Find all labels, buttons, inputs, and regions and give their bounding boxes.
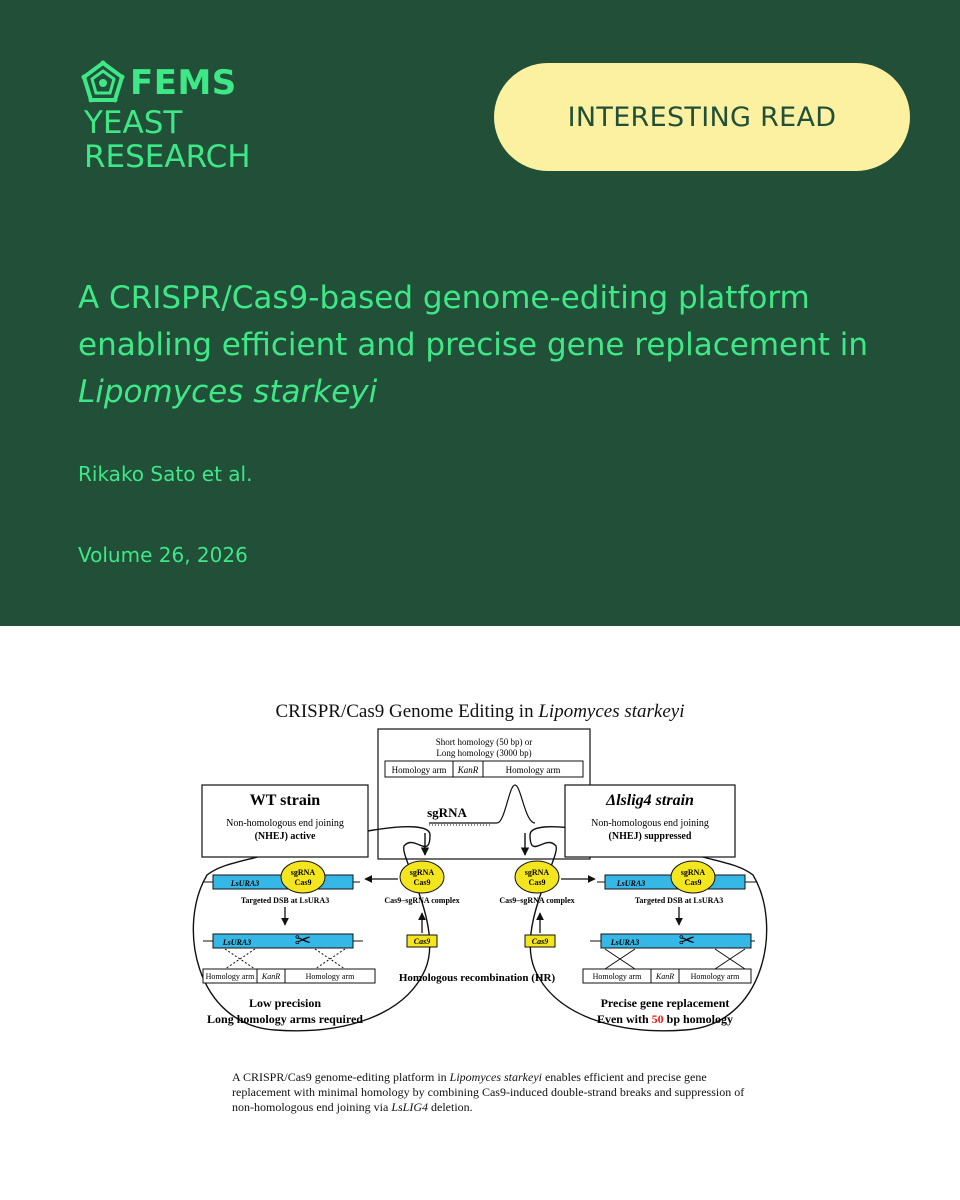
logo-brand: FEMS [130,63,237,103]
article-authors: Rikako Sato et al. [78,462,253,486]
mutant-cas9-gene: Cas9 [532,937,548,946]
mutant-locus-targeted: LsURA3 sgRNA Cas9 Targeted DSB at LsURA3 [597,860,757,905]
donor-marker: KanR [457,765,479,775]
donor-arm-left: Homology arm [392,765,447,775]
wt-strain-label: WT strain [250,792,320,809]
wt-nhej-line-1: Non-homologous end joining [226,818,344,829]
wt-strain-box: WT strain Non-homologous end joining (NH… [201,784,369,858]
wt-outcome-2: Long homology arms required [207,1012,363,1026]
hr-label: Homologous recombination (HR) [399,972,556,984]
donor-sgrna: sgRNA [427,805,467,820]
svg-text:Cas9: Cas9 [685,878,702,887]
wt-nhej-line-2: (NHEJ) active [255,831,316,842]
svg-text:KanR: KanR [261,972,280,981]
article-volume: Volume 26, 2026 [78,543,248,567]
svg-text:Homology arm: Homology arm [593,972,642,981]
svg-text:sgRNA: sgRNA [291,868,316,877]
wt-locus-cut: LsURA3 ✂ Homology arm KanR Homology arm [202,907,376,984]
wt-dsb-label: Targeted DSB at LsURA3 [241,896,329,905]
svg-text:Cas9: Cas9 [414,878,431,887]
donor-line-1: Short homology (50 bp) or [436,737,533,747]
svg-text:Homology arm: Homology arm [306,972,355,981]
svg-text:Homology arm: Homology arm [691,972,740,981]
mutant-locus-cut: LsURA3 ✂ Homology arm KanR Homology arm [582,907,755,984]
graphical-abstract-figure: CRISPR/Cas9 Genome Editing in Lipomyces … [185,685,775,1145]
article-title-species: Lipomyces starkeyi [78,374,378,410]
mutant-outcome-1: Precise gene replacement [601,996,730,1010]
header-banner: FEMS YEAST RESEARCH INTERESTING READ A C… [0,0,960,626]
svg-text:Homology arm: Homology arm [206,972,255,981]
donor-line-2: Long homology (3000 bp) [436,748,531,758]
svg-text:LsURA3: LsURA3 [610,938,639,947]
wt-cas9-gene: Cas9 [414,937,430,946]
mutant-complex: sgRNA Cas9 Cas9–sgRNA complex Cas9 [499,860,596,948]
svg-text:LsURA3: LsURA3 [230,879,259,888]
mutant-strain-label: Δlslig4 strain [605,792,694,809]
figure-diagram: CRISPR/Cas9 Genome Editing in Lipomyces … [192,701,768,1032]
svg-text:KanR: KanR [655,972,674,981]
mutant-scissors-icon: ✂ [679,930,696,952]
donor-arm-right: Homology arm [506,765,561,775]
wt-complex: sgRNA Cas9 Cas9–sgRNA complex Cas9 [364,860,460,948]
wt-locus-targeted: LsURA3 sgRNA Cas9 Targeted DSB at LsURA3 [203,860,360,905]
svg-text:LsURA3: LsURA3 [222,938,251,947]
svg-text:sgRNA: sgRNA [681,868,706,877]
mutant-outcome-2: Even with 50 bp homology [597,1012,733,1026]
wt-complex-label: Cas9–sgRNA complex [384,896,459,905]
donor-box: Short homology (50 bp) or Long homology … [377,728,591,860]
svg-text:sgRNA: sgRNA [525,868,550,877]
article-title[interactable]: A CRISPR/Cas9-based genome-editing platf… [78,275,898,416]
fems-pentagon-logo-icon [81,60,125,103]
sgrna-structure [429,784,536,824]
svg-text:Cas9: Cas9 [295,878,312,887]
mutant-nhej-line-2: (NHEJ) suppressed [609,831,692,842]
wt-scissors-icon: ✂ [295,930,312,952]
figure-title: CRISPR/Cas9 Genome Editing in Lipomyces … [275,701,684,722]
figure-caption: A CRISPR/Cas9 genome-editing platform in… [232,1070,745,1114]
svg-text:Cas9: Cas9 [529,878,546,887]
mutant-strain-box: Δlslig4 strain Non-homologous end joinin… [564,784,736,858]
svg-text:LsURA3: LsURA3 [616,879,645,888]
logo-line-2: RESEARCH [84,139,251,175]
interesting-read-badge[interactable]: INTERESTING READ [494,63,910,171]
wt-outcome-1: Low precision [249,996,321,1010]
journal-logo[interactable]: FEMS YEAST RESEARCH [80,60,251,174]
mutant-dsb-label: Targeted DSB at LsURA3 [635,896,723,905]
logo-line-1: YEAST [84,105,183,141]
svg-text:sgRNA: sgRNA [410,868,435,877]
article-title-text: A CRISPR/Cas9-based genome-editing platf… [78,280,869,363]
mutant-complex-label: Cas9–sgRNA complex [499,896,574,905]
mutant-nhej-line-1: Non-homologous end joining [591,818,709,829]
